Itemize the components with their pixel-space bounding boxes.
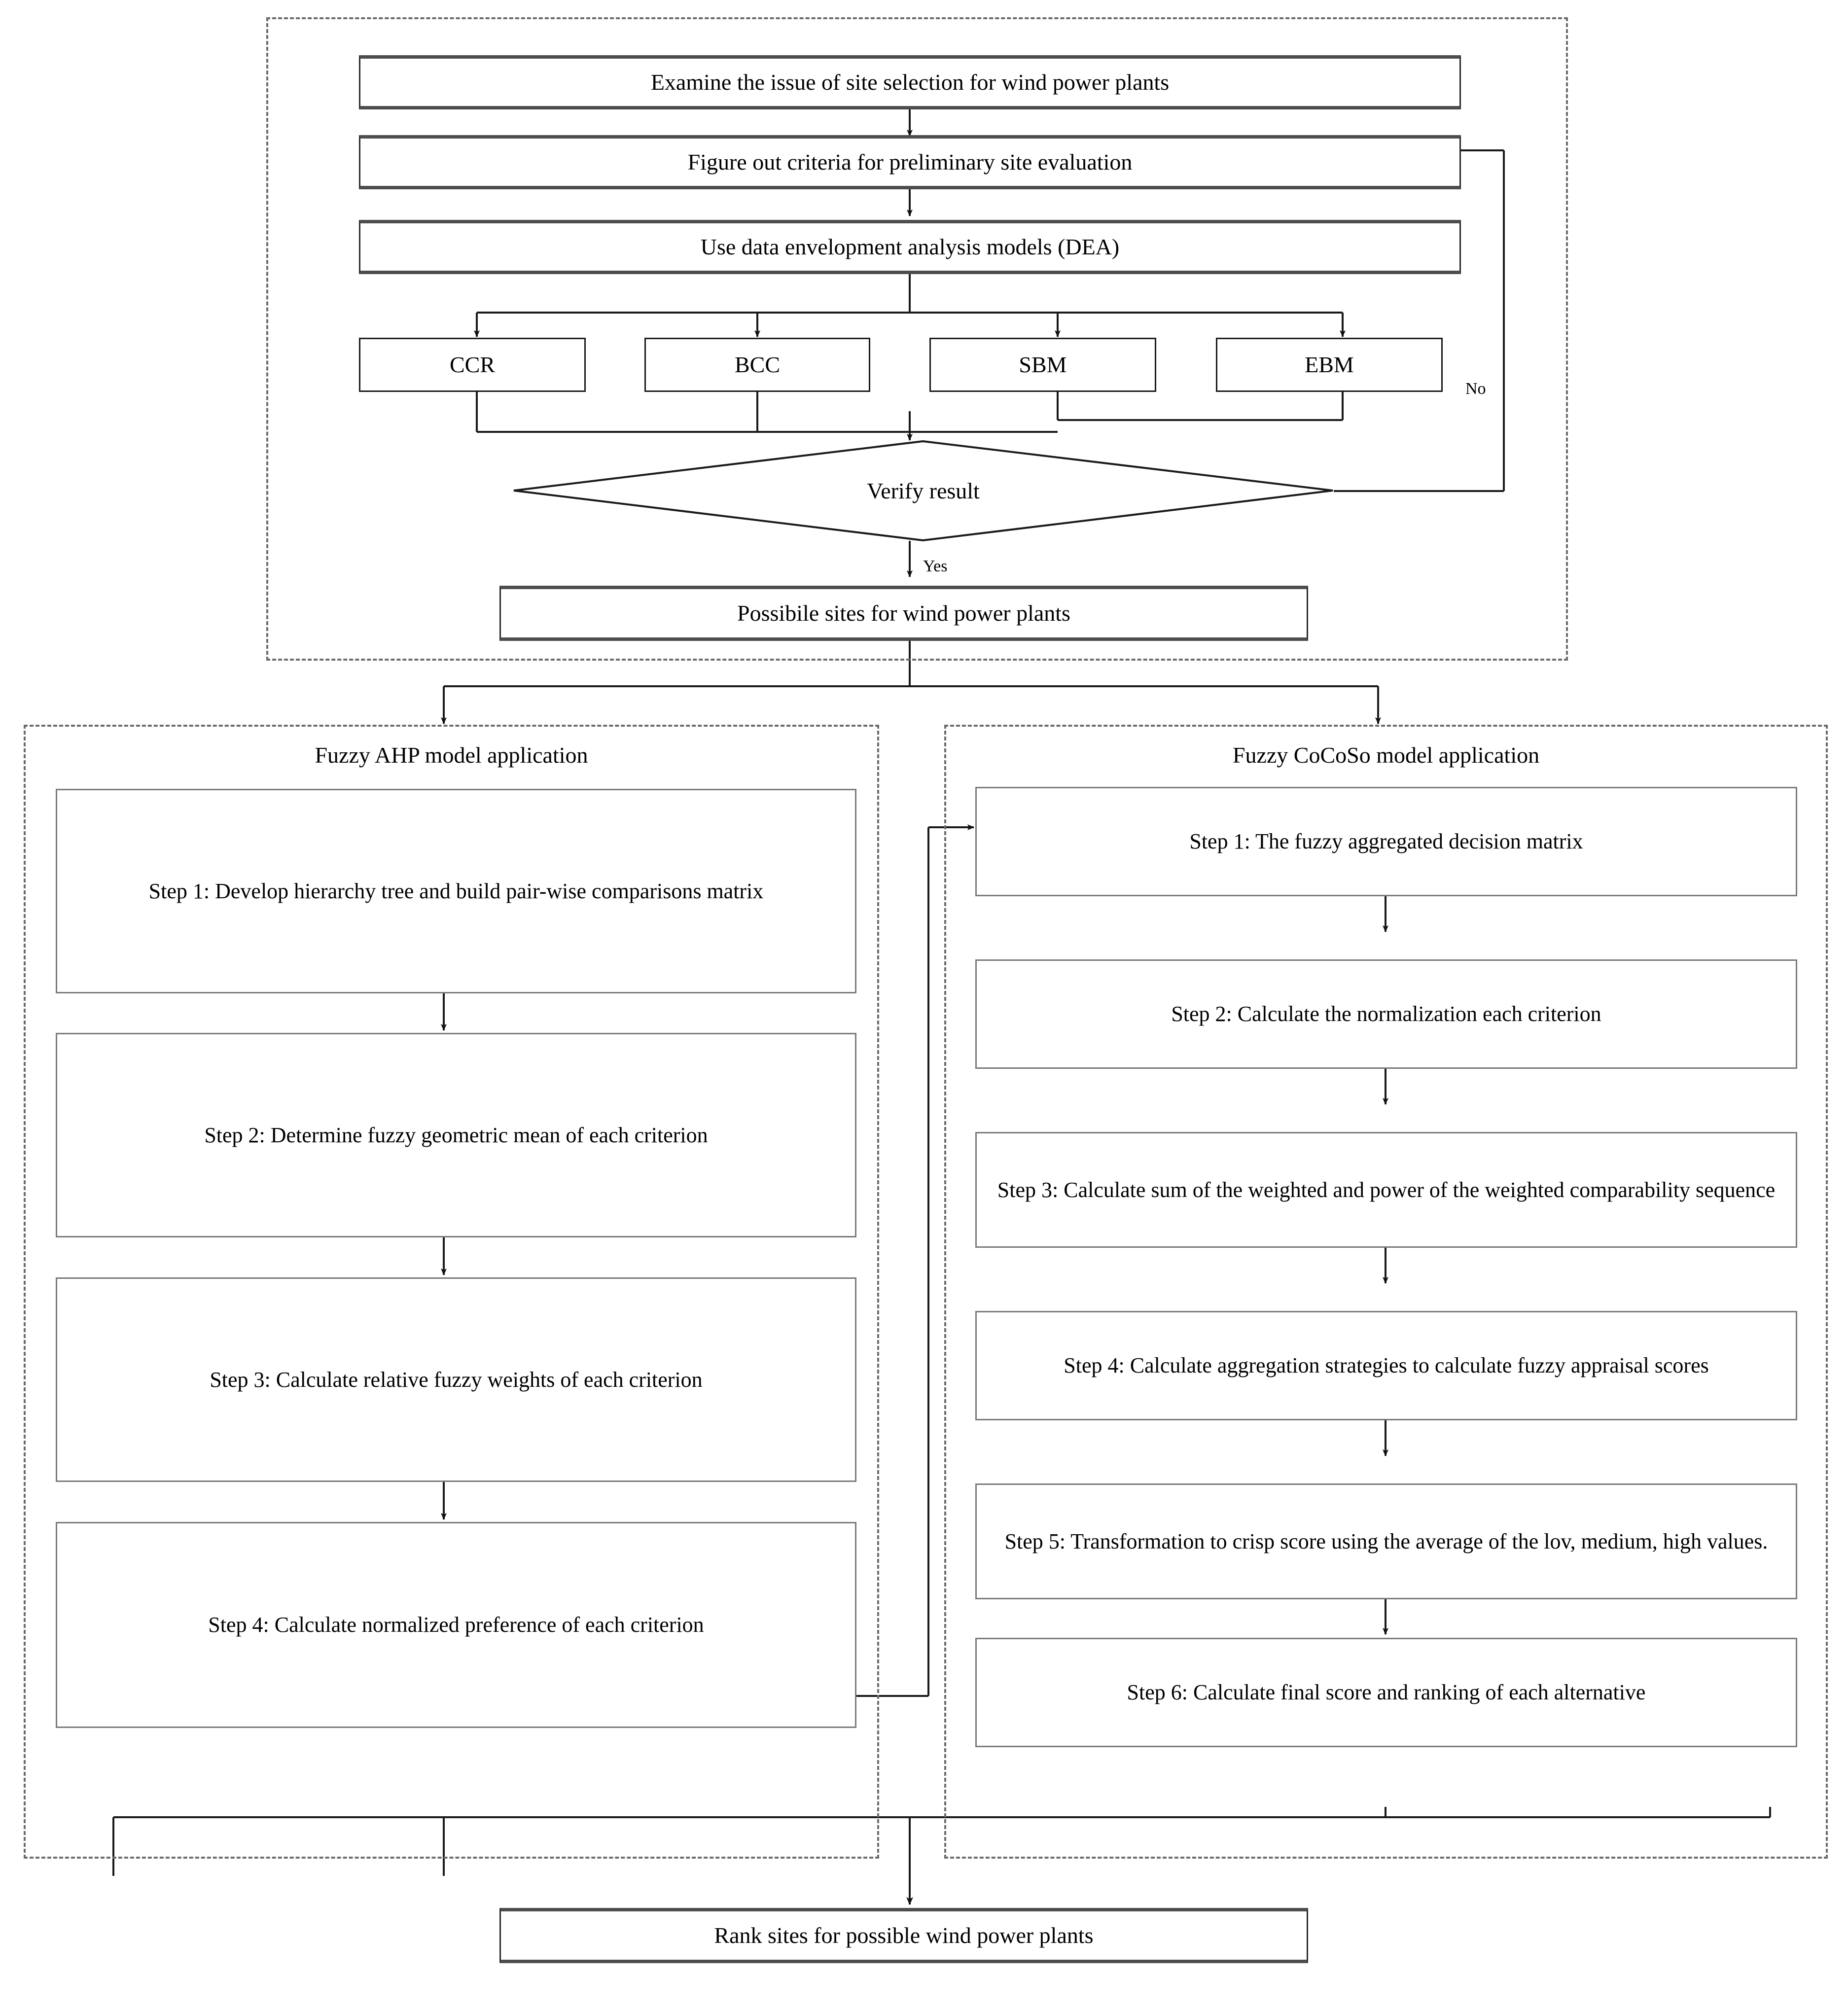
ahp-panel-container — [24, 725, 879, 1859]
ahp-step-1[interactable]: Step 1: Develop hierarchy tree and build… — [56, 789, 856, 993]
ahp-step-1-label: Step 1: Develop hierarchy tree and build… — [148, 879, 764, 903]
phase-one-container — [266, 17, 1568, 661]
node-dea-model-sbm[interactable]: SBM — [929, 338, 1156, 392]
node-rank-sites-label: Rank sites for possible wind power plant… — [714, 1923, 1094, 1948]
ahp-step-3-label: Step 3: Calculate relative fuzzy weights… — [210, 1367, 703, 1392]
cocoso-panel-container — [944, 725, 1828, 1859]
node-examine-issue-label: Examine the issue of site selection for … — [650, 70, 1170, 95]
ahp-step-4[interactable]: Step 4: Calculate normalized preference … — [56, 1522, 856, 1728]
node-possible-sites[interactable]: Possibile sites for wind power plants — [499, 586, 1308, 641]
cocoso-step-3[interactable]: Step 3: Calculate sum of the weighted an… — [975, 1132, 1797, 1248]
decision-verify-result[interactable]: Verify result — [513, 440, 1334, 542]
cocoso-step-6-label: Step 6: Calculate final score and rankin… — [1127, 1680, 1646, 1705]
node-dea-model-ccr-label: CCR — [449, 352, 496, 378]
ahp-step-4-label: Step 4: Calculate normalized preference … — [208, 1613, 704, 1637]
node-dea-model-ebm[interactable]: EBM — [1216, 338, 1443, 392]
cocoso-step-1[interactable]: Step 1: The fuzzy aggregated decision ma… — [975, 787, 1797, 896]
node-rank-sites[interactable]: Rank sites for possible wind power plant… — [499, 1908, 1308, 1963]
ahp-step-2-label: Step 2: Determine fuzzy geometric mean o… — [204, 1123, 708, 1147]
node-use-dea-label: Use data envelopment analysis models (DE… — [700, 234, 1120, 260]
decision-verify-result-label: Verify result — [867, 478, 980, 503]
cocoso-step-4-label: Step 4: Calculate aggregation strategies… — [1064, 1353, 1709, 1378]
node-dea-model-ebm-label: EBM — [1305, 352, 1354, 378]
cocoso-step-5-label: Step 5: Transformation to crisp score us… — [1004, 1529, 1768, 1553]
cocoso-panel-title: Fuzzy CoCoSo model application — [1232, 742, 1540, 768]
ahp-step-3[interactable]: Step 3: Calculate relative fuzzy weights… — [56, 1277, 856, 1482]
node-figure-criteria-label: Figure out criteria for preliminary site… — [687, 149, 1133, 175]
ahp-panel-title: Fuzzy AHP model application — [315, 742, 588, 768]
ahp-step-2[interactable]: Step 2: Determine fuzzy geometric mean o… — [56, 1033, 856, 1237]
diamond-shape — [513, 440, 1333, 542]
cocoso-step-4[interactable]: Step 4: Calculate aggregation strategies… — [975, 1311, 1797, 1420]
node-figure-criteria[interactable]: Figure out criteria for preliminary site… — [359, 135, 1461, 189]
node-dea-model-bcc-label: BCC — [734, 352, 781, 378]
cocoso-step-1-label: Step 1: The fuzzy aggregated decision ma… — [1189, 829, 1583, 854]
node-dea-model-ccr[interactable]: CCR — [359, 338, 586, 392]
cocoso-step-6[interactable]: Step 6: Calculate final score and rankin… — [975, 1638, 1797, 1747]
edge-label-yes: Yes — [923, 557, 948, 575]
node-dea-model-bcc[interactable]: BCC — [644, 338, 870, 392]
cocoso-step-2-label: Step 2: Calculate the normalization each… — [1171, 1002, 1601, 1026]
node-dea-model-sbm-label: SBM — [1019, 352, 1067, 378]
node-use-dea[interactable]: Use data envelopment analysis models (DE… — [359, 220, 1461, 274]
cocoso-step-5[interactable]: Step 5: Transformation to crisp score us… — [975, 1483, 1797, 1599]
cocoso-step-2[interactable]: Step 2: Calculate the normalization each… — [975, 959, 1797, 1069]
node-possible-sites-label: Possibile sites for wind power plants — [737, 600, 1070, 626]
cocoso-step-3-label: Step 3: Calculate sum of the weighted an… — [997, 1177, 1776, 1202]
edge-label-no: No — [1465, 380, 1486, 398]
node-examine-issue[interactable]: Examine the issue of site selection for … — [359, 55, 1461, 109]
